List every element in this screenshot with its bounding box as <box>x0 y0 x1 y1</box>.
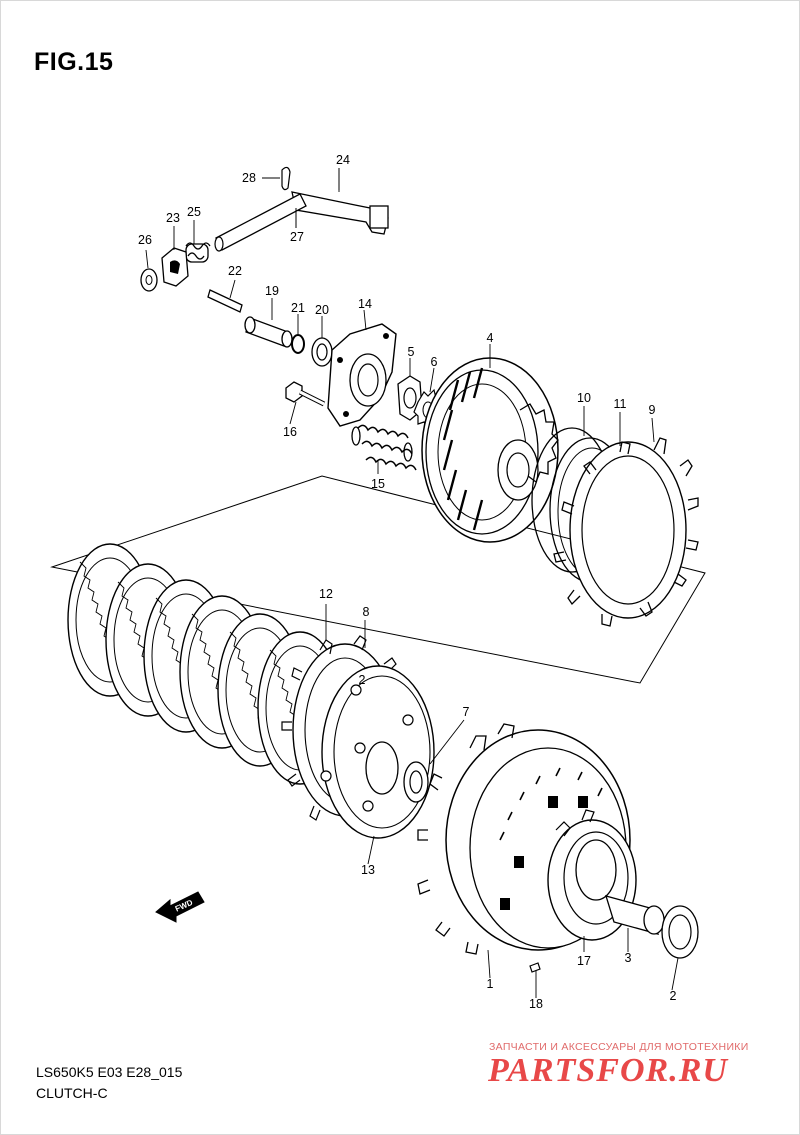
part-28-pin <box>262 166 291 191</box>
part-19-push-piece <box>244 316 293 348</box>
label-part-16: 16 <box>283 425 297 439</box>
part-3-spacer <box>605 895 665 935</box>
label-part-11: 11 <box>614 397 627 411</box>
label-part-7: 7 <box>463 705 470 719</box>
label-part-26: 26 <box>138 233 152 247</box>
diagram-code: LS650K5 E03 E28_015 <box>36 1064 183 1080</box>
label-part-25: 25 <box>187 205 201 219</box>
label-part-13: 13 <box>361 863 375 877</box>
label-part-27: 27 <box>290 230 304 244</box>
part-7-thrust-washer <box>403 761 429 803</box>
part-24-release-lever <box>291 168 389 235</box>
label-part-15: 15 <box>371 477 385 491</box>
figure-title: FIG.15 <box>34 48 114 76</box>
label-part-14: 14 <box>358 297 372 311</box>
label-part-12: 12 <box>319 587 333 601</box>
label-part-2: 2 <box>670 989 677 1003</box>
part-18-pin <box>529 962 541 973</box>
label-part-22: 22 <box>228 264 242 278</box>
label-part-20: 20 <box>315 303 329 317</box>
watermark-tagline: ЗАПЧАСТИ И АКСЕССУАРЫ ДЛЯ МОТОТЕХНИКИ <box>489 1041 749 1053</box>
label-part-3: 3 <box>625 951 632 965</box>
label-part-5: 5 <box>408 345 415 359</box>
part-4-clutch-sleeve-hub <box>421 357 559 543</box>
upper-assembly-plane <box>50 475 706 684</box>
label-part-28: 28 <box>242 171 256 185</box>
label-part-23: 23 <box>166 211 180 225</box>
leader-lines <box>145 170 679 998</box>
section-name: CLUTCH-C <box>36 1085 108 1101</box>
part-25-spring <box>185 242 211 263</box>
part-2-thrust-washer <box>661 905 699 959</box>
part-21-o-ring <box>291 334 305 354</box>
label-part-17: 17 <box>577 954 591 968</box>
part-16-bolt <box>285 381 326 407</box>
part-13-clutch-hub <box>320 665 435 839</box>
label-part-18: 18 <box>529 997 543 1011</box>
label-part-9: 9 <box>649 403 656 417</box>
part-22-pushrod <box>207 289 243 313</box>
part-26-washer <box>140 268 158 292</box>
label-part-2-alt: 2 <box>359 673 366 687</box>
label-part-4: 4 <box>487 331 494 345</box>
label-part-1: 1 <box>487 977 494 991</box>
part-23-bracket <box>161 247 189 287</box>
label-part-8: 8 <box>363 605 370 619</box>
label-part-21: 21 <box>291 301 305 315</box>
part-20-bearing <box>311 337 333 367</box>
part-14-pressure-plate <box>327 323 397 427</box>
label-part-19: 19 <box>265 284 279 298</box>
part-9-drive-plate <box>553 437 699 627</box>
label-part-10: 10 <box>577 391 591 405</box>
watermark-logo: PARTSFOR.RU <box>488 1052 728 1089</box>
label-part-6: 6 <box>431 355 438 369</box>
fwd-arrow-icon <box>155 891 205 923</box>
part-15-clutch-springs <box>351 424 417 471</box>
label-part-24: 24 <box>336 153 350 167</box>
